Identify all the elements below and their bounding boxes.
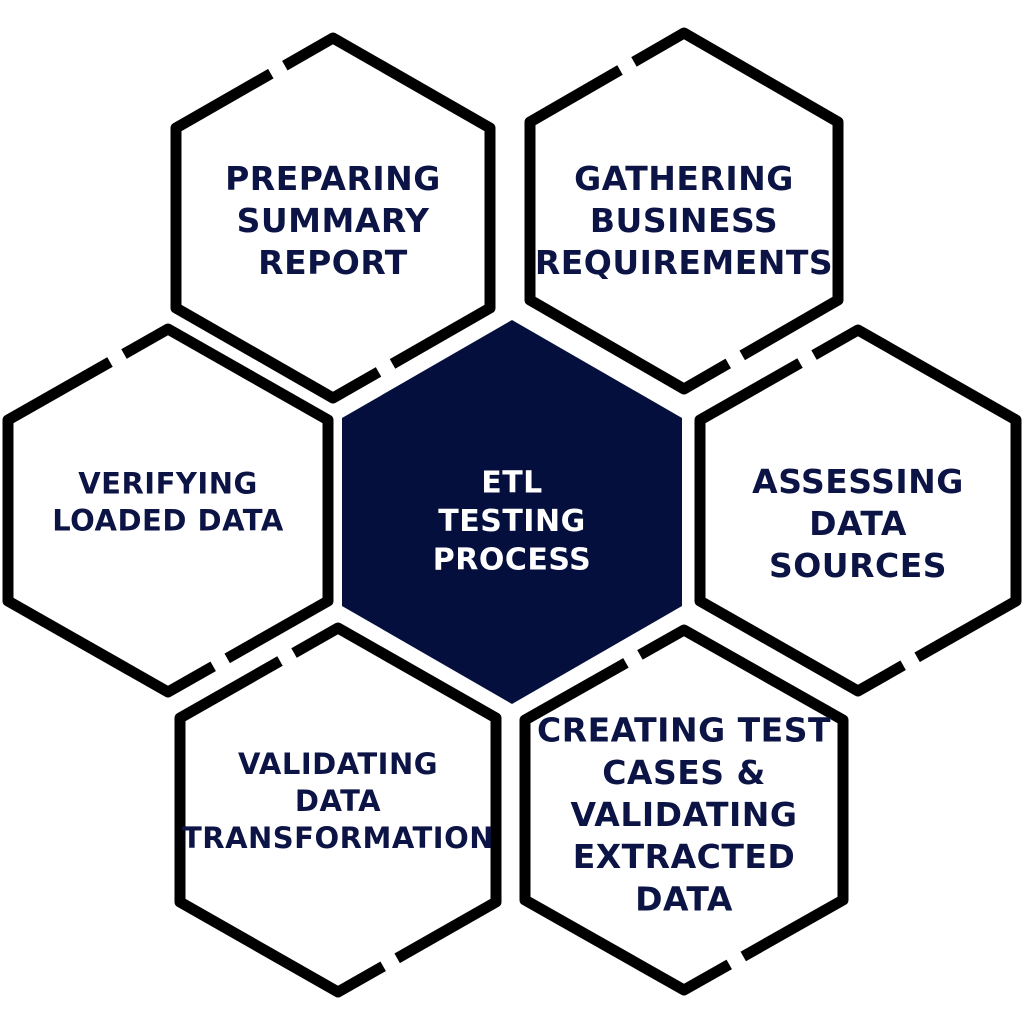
center-hex-fill	[342, 320, 682, 704]
label-line: ASSESSING	[752, 461, 964, 500]
outline-gap	[899, 650, 921, 672]
label-line: SUMMARY	[237, 201, 430, 240]
hex-outline	[2, 323, 334, 698]
label-line: ETL	[481, 465, 543, 500]
outline-gap	[796, 348, 818, 370]
hex-outline	[519, 624, 849, 996]
label-line: DATA	[635, 879, 733, 918]
label-line: TRANSFORMATION	[182, 821, 494, 855]
hex-outline	[174, 622, 502, 998]
label-line: PREPARING	[225, 158, 441, 197]
outline-gap	[616, 55, 638, 77]
outline-gap	[209, 651, 231, 673]
label-line: DATA	[295, 784, 381, 818]
outline-gap	[724, 348, 746, 370]
hex-outline	[524, 27, 844, 395]
hex-verifying-loaded-data: VERIFYING LOADED DATA	[2, 323, 334, 698]
label-line: REQUIREMENTS	[535, 243, 833, 282]
label-line: SOURCES	[769, 546, 947, 585]
label-line: GATHERING	[574, 158, 794, 197]
label-line: TESTING	[438, 504, 585, 539]
label-line: DATA	[809, 504, 907, 543]
label-line: REPORT	[258, 243, 408, 282]
hex-outline	[170, 32, 496, 404]
outline-gap	[267, 59, 289, 81]
label-line: CREATING TEST	[537, 710, 831, 749]
step-label: VERIFYING LOADED DATA	[52, 466, 284, 537]
label-line: CASES &	[602, 752, 766, 791]
label-line: LOADED DATA	[52, 504, 284, 538]
outline-gap	[379, 951, 401, 973]
label-line: VALIDATING	[238, 747, 438, 781]
outline-gap	[622, 648, 644, 670]
label-line: BUSINESS	[590, 201, 778, 240]
label-line: PROCESS	[433, 542, 591, 577]
outline-gap	[725, 949, 747, 971]
outline-gap	[276, 646, 298, 668]
outline-gap	[374, 356, 396, 378]
outline-gap	[106, 347, 128, 369]
label-line: VALIDATING	[570, 795, 797, 834]
label-line: EXTRACTED	[573, 837, 796, 876]
label-line: VERIFYING	[78, 466, 258, 500]
hex-outline	[694, 324, 1022, 697]
